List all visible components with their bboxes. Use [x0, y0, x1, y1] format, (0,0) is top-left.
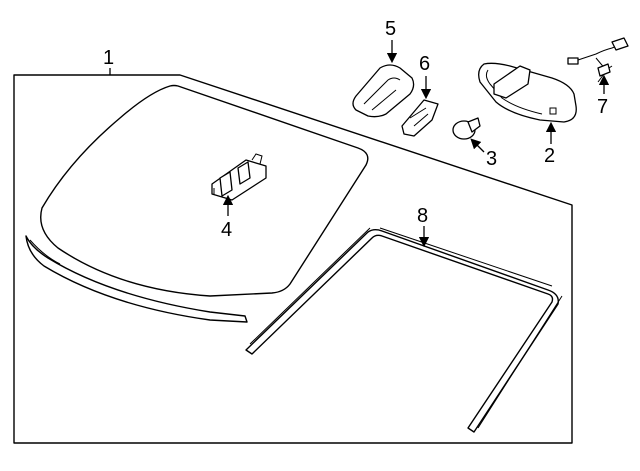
- callout-5-label: 5: [385, 18, 396, 40]
- callout-1: 1: [103, 47, 114, 75]
- callout-6: 6: [419, 53, 432, 100]
- callout-3: 3: [470, 138, 497, 170]
- callout-2: 2: [544, 121, 557, 167]
- windshield-lower-molding: [25, 235, 248, 323]
- callout-4-label: 4: [221, 219, 232, 241]
- rain-sensor-cap: [452, 117, 481, 140]
- callout-8-label: 8: [417, 205, 428, 227]
- callout-2-label: 2: [544, 145, 555, 167]
- callout-1-label: 1: [103, 47, 114, 69]
- mirror-bracket: [401, 99, 439, 137]
- mirror-mount-clip: [211, 153, 267, 201]
- windshield-glass: [40, 84, 369, 297]
- callout-7: 7: [597, 74, 610, 118]
- callout-6-label: 6: [419, 53, 430, 75]
- rear-view-mirror: [478, 62, 577, 123]
- callout-4: 4: [221, 194, 234, 241]
- callout-3-label: 3: [486, 148, 497, 170]
- wiring-harness: [567, 37, 629, 83]
- callout-8: 8: [417, 205, 430, 248]
- callout-5: 5: [385, 18, 398, 64]
- assembly-border: [13, 74, 573, 444]
- mirror-cover: [352, 64, 415, 118]
- callout-7-label: 7: [597, 96, 608, 118]
- windshield-weatherstrip: [245, 227, 563, 433]
